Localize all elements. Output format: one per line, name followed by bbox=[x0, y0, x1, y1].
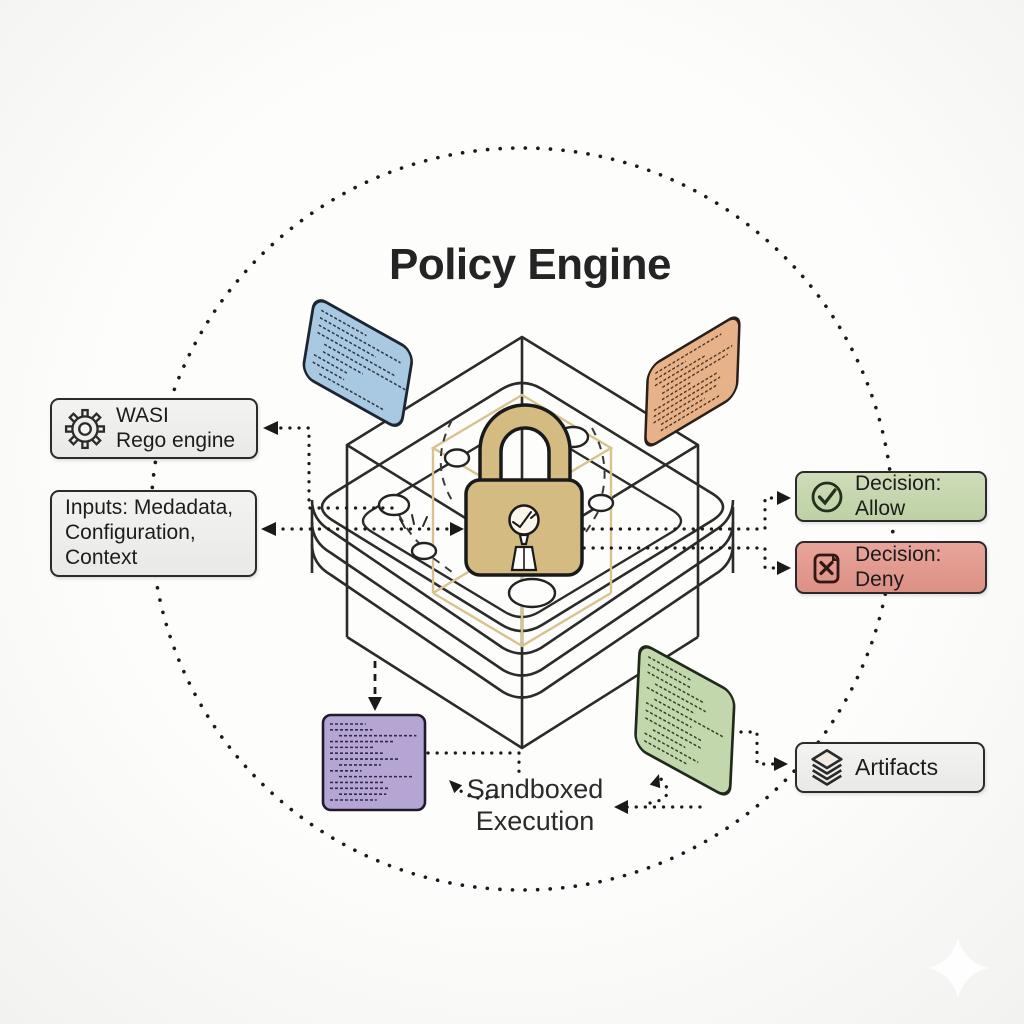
gear-icon bbox=[64, 408, 106, 450]
artifacts-box: Artifacts bbox=[795, 742, 985, 793]
check-circle-icon bbox=[809, 479, 845, 515]
connector-center-to-wasi bbox=[266, 426, 394, 510]
page-title: Policy Engine bbox=[388, 240, 672, 289]
sparkle-marks bbox=[399, 514, 428, 529]
decision-deny-label: Decision: Deny bbox=[855, 542, 942, 591]
connector-to-deny bbox=[582, 546, 782, 570]
code-panel-green bbox=[634, 645, 736, 796]
layers-stack-icon bbox=[805, 746, 849, 790]
inputs-line3: Context bbox=[65, 545, 138, 569]
code-panel-blue bbox=[302, 299, 413, 427]
padlock-icon bbox=[464, 403, 584, 577]
x-document-icon bbox=[809, 550, 845, 586]
sparkle-shape bbox=[928, 938, 988, 998]
sandboxed-execution-label: Sandboxed Execution bbox=[415, 773, 655, 838]
decision-allow-box: Decision: Allow bbox=[795, 471, 987, 522]
connector-green-to-artifacts bbox=[739, 730, 780, 766]
wasi-rego-engine-box: WASI Rego engine bbox=[50, 398, 258, 459]
code-panel-orange bbox=[644, 316, 741, 447]
sandbox-line2: Execution bbox=[475, 806, 595, 837]
arrowheads bbox=[261, 421, 791, 814]
wasi-label-line2: Rego engine bbox=[116, 428, 236, 452]
decision-allow-label: Decision: Allow bbox=[855, 471, 942, 520]
sandbox-line1: Sandboxed bbox=[466, 774, 604, 804]
connector-to-allow bbox=[582, 496, 782, 531]
connector-purple-to-sandbox bbox=[426, 751, 521, 776]
inputs-line2: Configuration, bbox=[65, 521, 196, 545]
artifacts-label: Artifacts bbox=[855, 753, 939, 780]
isometric-platform bbox=[310, 335, 735, 750]
curved-arrow-right bbox=[648, 777, 669, 805]
inputs-line1: Inputs: Medadata, bbox=[65, 496, 234, 520]
decision-deny-box: Decision: Deny bbox=[795, 541, 987, 594]
wasi-label-line1: WASI bbox=[116, 403, 169, 427]
code-panel-purple bbox=[321, 713, 427, 812]
inputs-box: Inputs: Medadata, Configuration, Context bbox=[50, 490, 257, 577]
